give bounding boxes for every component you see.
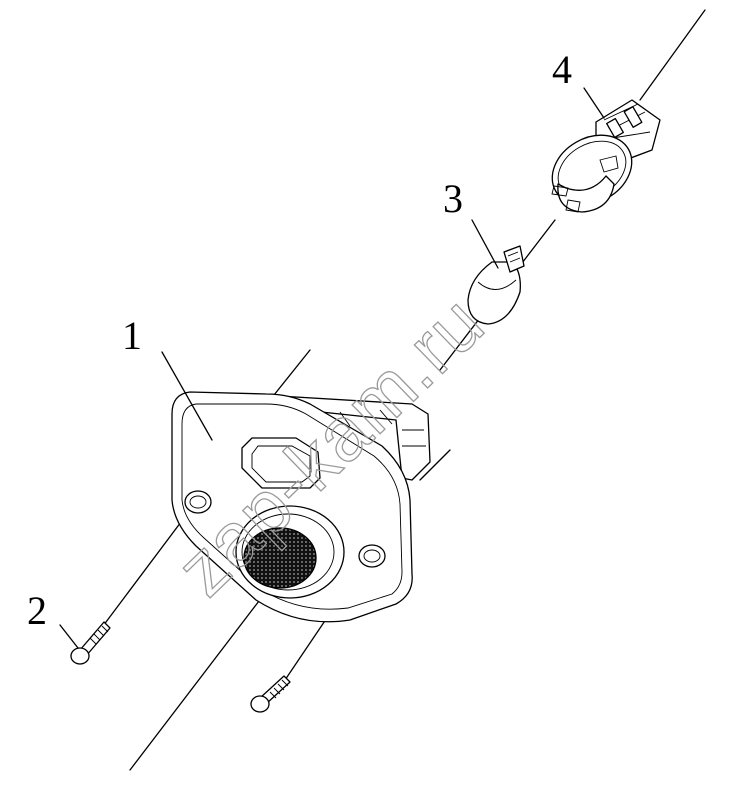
mounting-screw-left bbox=[70, 621, 111, 665]
lamp-housing bbox=[171, 391, 431, 623]
leader-lines bbox=[59, 87, 605, 649]
mounting-screw-right bbox=[250, 675, 291, 713]
callout-4: 4 bbox=[552, 47, 572, 92]
callout-1: 1 bbox=[122, 313, 142, 358]
callout-2: 2 bbox=[27, 588, 47, 633]
callout-3: 3 bbox=[443, 176, 463, 221]
bulb-socket bbox=[551, 99, 661, 213]
light-bulb bbox=[467, 245, 525, 325]
